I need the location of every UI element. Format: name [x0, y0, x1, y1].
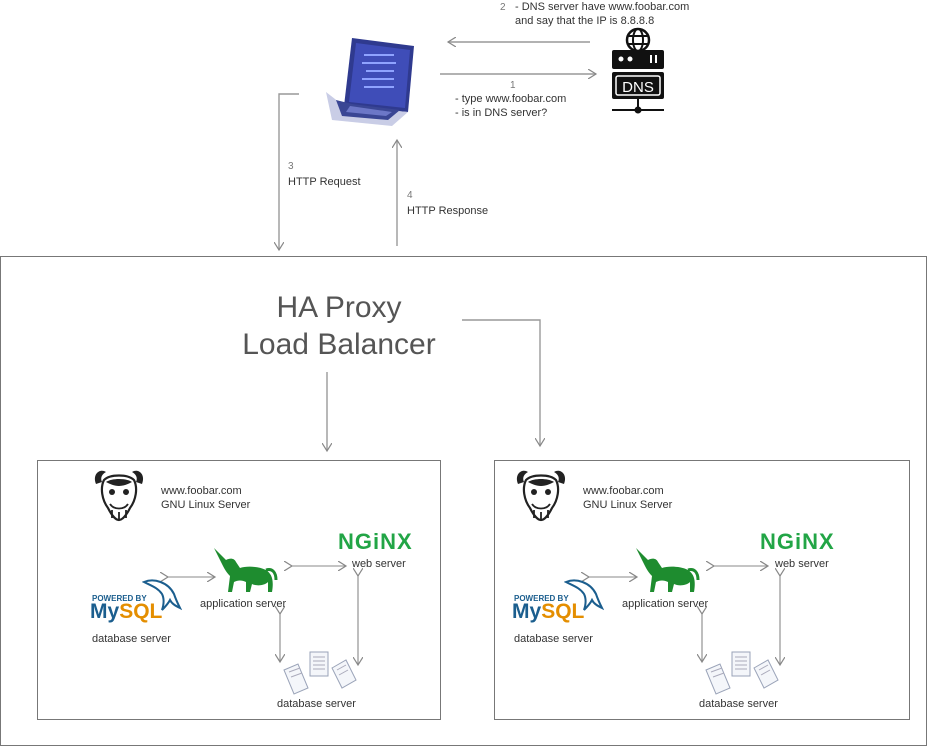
- step-4-label: HTTP Response: [407, 205, 489, 217]
- server-box-2: [494, 460, 910, 720]
- mysql-my: My: [512, 600, 542, 623]
- server-2-web-label: web server: [775, 558, 829, 570]
- server-1-info: www.foobar.com GNU Linux Server: [161, 484, 250, 512]
- mysql-word: MySQL: [90, 600, 162, 624]
- mysql-sql: SQL: [541, 600, 585, 623]
- laptop-icon: [326, 38, 414, 126]
- database-files-icon: [705, 651, 779, 695]
- unicorn-icon: [214, 548, 278, 592]
- server-1-domain: www.foobar.com: [161, 485, 242, 497]
- lb-title-line-1: HA Proxy: [276, 291, 402, 324]
- server-2-info: www.foobar.com GNU Linux Server: [583, 484, 672, 512]
- server-1-files-label: database server: [277, 698, 356, 710]
- server-1-db-label: database server: [92, 633, 171, 645]
- mysql-word: MySQL: [512, 600, 584, 624]
- dolphin-icon: [564, 579, 604, 611]
- mysql-logo: POWERED BY MySQL: [90, 578, 190, 624]
- dns-server-icon: DNS: [612, 27, 664, 114]
- step-2-line-2: and say that the IP is 8.8.8.8: [515, 15, 655, 27]
- mysql-my: My: [90, 600, 120, 623]
- server-1-web-label: web server: [352, 558, 406, 570]
- dns-icon-label: DNS: [622, 79, 654, 96]
- step-1-text: - type www.foobar.com - is in DNS server…: [455, 92, 566, 120]
- step-2-line-1: - DNS server have www.foobar.com: [515, 1, 690, 13]
- step-2-text: - DNS server have www.foobar.com and say…: [515, 0, 689, 28]
- gnu-head-icon: [94, 470, 144, 522]
- mysql-powered-text: POWERED BY: [92, 594, 147, 603]
- load-balancer-title: HA Proxy Load Balancer: [219, 289, 459, 363]
- database-files-icon: [283, 651, 357, 695]
- server-2-files-label: database server: [699, 698, 778, 710]
- server-2-domain: www.foobar.com: [583, 485, 664, 497]
- server-2-app-label: application server: [622, 598, 709, 610]
- step-4-number: 4: [407, 190, 413, 201]
- server-2-db-label: database server: [514, 633, 593, 645]
- mysql-sql: SQL: [119, 600, 163, 623]
- gnu-head-icon: [516, 470, 566, 522]
- step-2-number: 2: [500, 2, 506, 13]
- mysql-logo: POWERED BY MySQL: [512, 578, 612, 624]
- step-1-number: 1: [510, 80, 516, 91]
- server-1-app-label: application server: [200, 598, 287, 610]
- arrow-lb-to-server-2: [462, 319, 540, 446]
- mysql-powered-text: POWERED BY: [514, 594, 569, 603]
- dolphin-icon: [142, 579, 182, 611]
- step-3-number: 3: [288, 161, 294, 172]
- nginx-logo: NGiNX: [760, 529, 835, 554]
- step-1-line-2: - is in DNS server?: [455, 107, 548, 119]
- step-1-line-1: - type www.foobar.com: [455, 93, 567, 105]
- server-2-os: GNU Linux Server: [583, 499, 673, 511]
- arrow-http-request: [279, 93, 299, 250]
- server-1-os: GNU Linux Server: [161, 499, 251, 511]
- lb-title-line-2: Load Balancer: [242, 328, 436, 361]
- nginx-logo: NGiNX: [338, 529, 413, 554]
- step-3-label: HTTP Request: [288, 176, 361, 188]
- unicorn-icon: [636, 548, 700, 592]
